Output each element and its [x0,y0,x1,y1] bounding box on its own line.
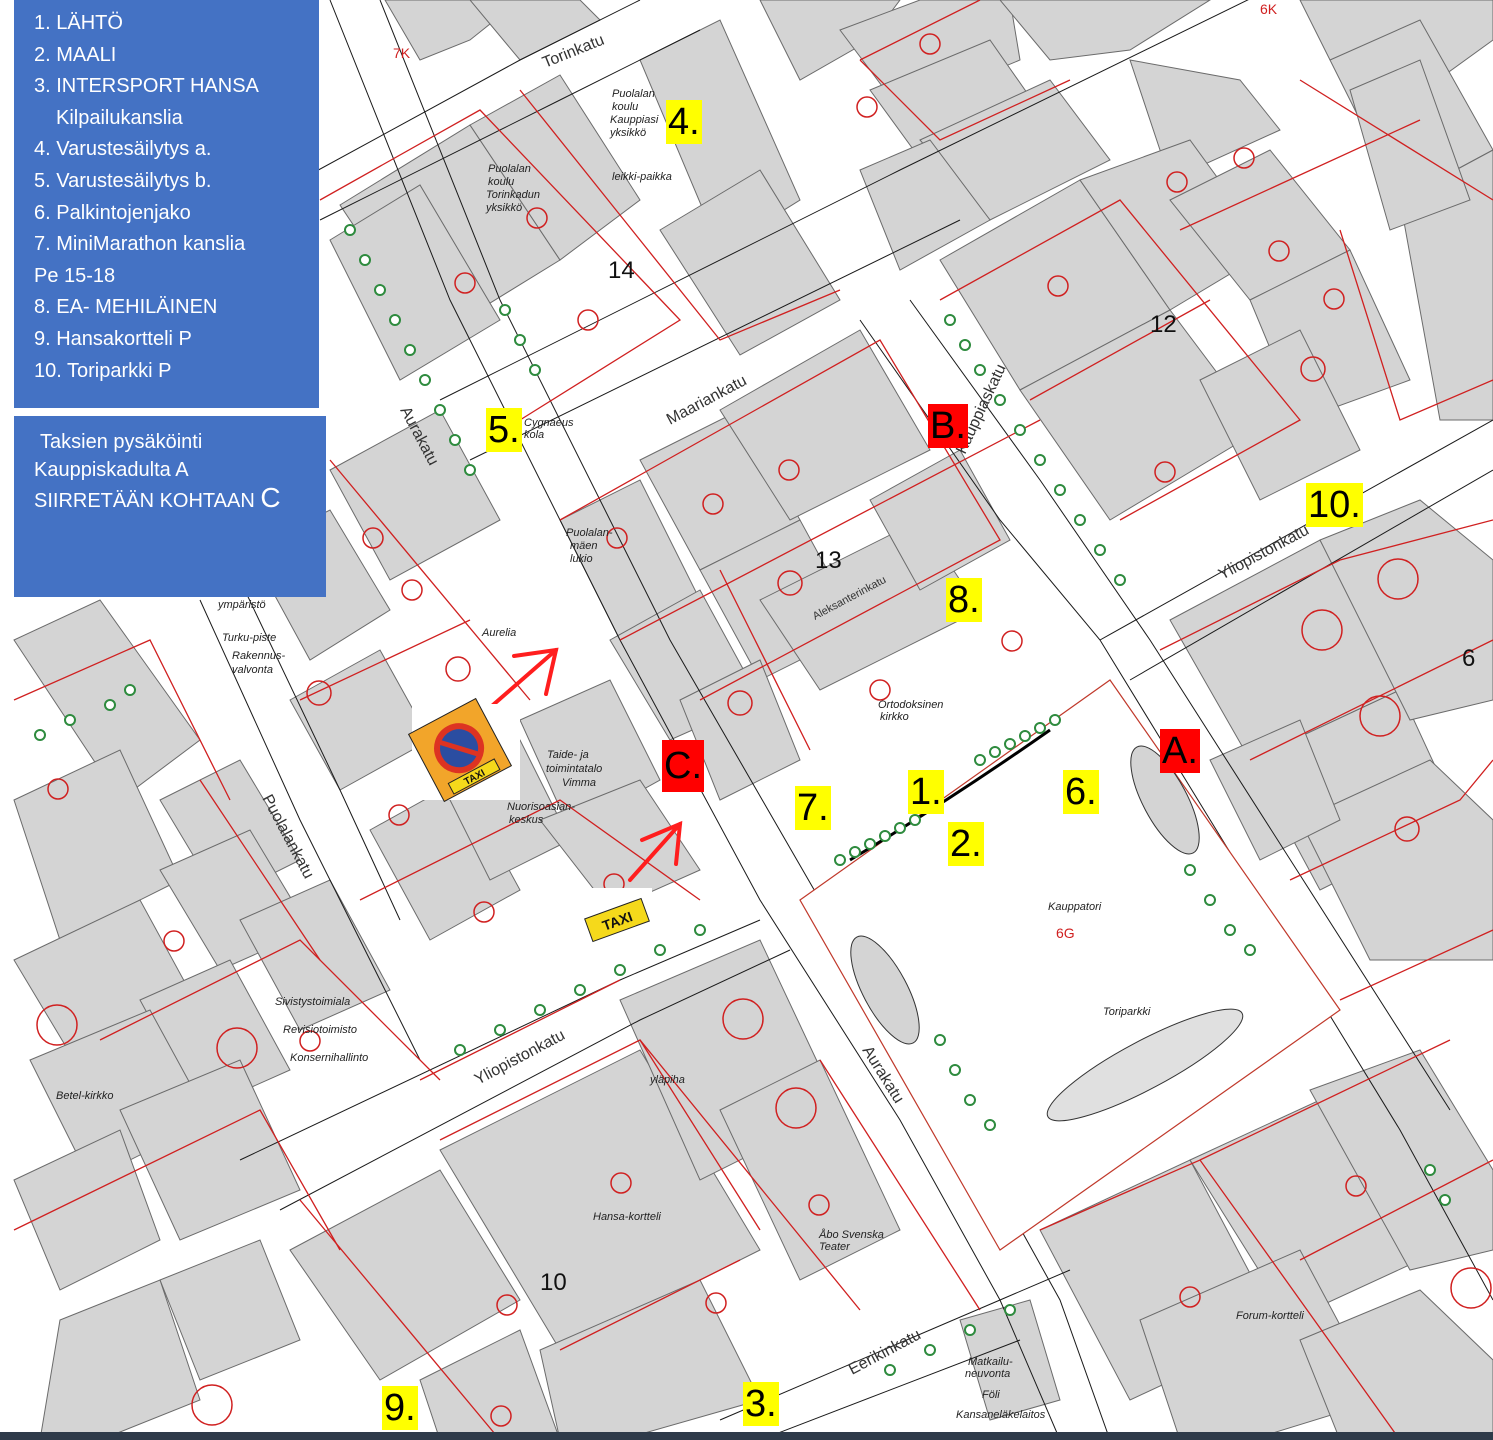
block-14: 14 [608,257,635,284]
taxi-note: Taksien pysäköinti Kauppiskadulta A SIIR… [14,416,326,597]
label-torinkadun-1: Puolalan [488,163,531,175]
marker-b: B. [928,404,968,448]
label-leikkipaikka: leikki-paikka [612,171,672,183]
label-betel: Betel-kirkko [56,1090,113,1102]
label-taide-2: toimintatalo [546,763,602,775]
block-13: 13 [815,547,842,574]
label-turku-3: Rakennus- [232,650,286,662]
label-sivistys-2: Revisiotoimisto [283,1024,357,1036]
label-turku-4: valvonta [232,664,273,676]
marker-1: 1. [908,770,944,814]
label-taide-4: Nuorisoasian- [507,801,575,813]
label-turku-2: Turku-piste [222,632,276,644]
label-cygnaeus-2: kola [524,429,544,441]
taxi-sign-c: TAXI [580,888,652,952]
place-labels: Puolalan koulu Kauppiasi yksikkö Puolala… [56,88,1304,1421]
label-lukio-3: lukio [570,553,593,565]
no-parking-taxi-sign: TAXI [407,697,520,803]
label-torinkadun-2: koulu [488,176,514,188]
label-torinkadun-4: yksikkö [485,202,522,214]
block-6: 6 [1462,645,1475,672]
label-lukio-2: mäen [570,540,598,552]
code-6g: 6G [1056,925,1075,941]
code-6k: 6K [1260,1,1278,17]
legend-item-2: 2. MAALI [34,43,117,66]
bottom-bar [0,1432,1493,1440]
legend: 1. LÄHTÖ 2. MAALI 3. INTERSPORT HANSA Ki… [14,0,319,408]
taxi-note-line3: SIIRRETÄÄN KOHTAAN C [34,484,326,515]
legend-item-3: 3. INTERSPORT HANSA [34,75,259,98]
label-ortodoks-1: Ortodoksinen [878,699,943,711]
block-10: 10 [540,1269,567,1296]
marker-7: 7. [795,786,831,830]
block-12: 12 [1150,311,1177,338]
label-puolalan-koulu-1: Puolalan [612,88,655,100]
label-torinkadun-3: Torinkadun [486,189,540,201]
label-turku-1: ympäristö [217,599,266,611]
label-kauppatori: Kauppatori [1048,901,1102,913]
label-sivistys-1: Sivistystoimiala [275,996,350,1008]
label-forum: Forum-kortteli [1236,1310,1304,1322]
taxi-note-line1: Taksien pysäköinti [40,431,203,453]
marker-9: 9. [382,1386,418,1430]
code-7k: 7K [393,45,411,61]
marker-2: 2. [948,822,984,866]
marker-3: 3. [743,1382,779,1426]
marker-6: 6. [1063,770,1099,814]
map-codes: 6K 6G 7K [393,1,1278,941]
label-matkailu-1: Matkailu- [968,1356,1013,1368]
legend-item-10: 10. Toriparkki P [34,359,172,382]
marker-4: 4. [666,100,702,144]
label-lukio-1: Puolalan- [566,527,613,539]
property-circles [36,33,1492,1427]
marker-8: 8. [946,578,982,622]
legend-item-7-sub: Pe 15-18 [34,264,116,287]
label-abo-2: Teater [819,1241,851,1253]
label-abo-1: Åbo Svenska [818,1228,884,1241]
trees [34,224,1451,1376]
label-matkailu-2: neuvonta [965,1368,1010,1380]
label-puolalan-koulu-4: yksikkö [609,127,646,139]
label-aurelia: Aurelia [481,627,516,639]
label-ortodoks-2: kirkko [880,711,909,723]
legend-item-7: 7. MiniMarathon kanslia [34,233,246,256]
label-matkailu-4: Kansaneläkelaitos [956,1409,1046,1421]
label-taide-3: Vimma [562,777,596,789]
label-puolalan-koulu-2: koulu [612,101,638,113]
label-taide-5: keskus [509,814,544,826]
label-puolalan-koulu-3: Kauppiasi [610,114,659,126]
label-hansa: Hansa-kortteli [593,1211,661,1223]
marker-a: A. [1160,729,1200,773]
legend-item-8: 8. EA- MEHILÄINEN [34,296,218,319]
block-numbers: 14 13 12 10 6 [540,257,1475,1296]
marker-c: C. [662,740,704,792]
taxi-note-line3-letter: C [260,482,281,513]
kauppatori-square [799,679,1341,1251]
marker-10: 10. [1306,483,1363,527]
street-curbs [199,0,1493,1440]
label-taide-1: Taide- ja [547,749,589,761]
legend-item-5: 5. Varustesäilytys b. [34,169,212,192]
legend-item-1: 1. LÄHTÖ [34,12,123,34]
marker-5: 5. [486,408,522,452]
legend-item-3-sub: Kilpailukanslia [56,106,183,129]
legend-item-6: 6. Palkintojenjako [34,201,191,224]
legend-item-4: 4. Varustesäilytys a. [34,138,212,161]
label-cygnaeus-1: Cygnaeus [524,417,574,429]
label-sivistys-3: Konsernihallinto [290,1052,368,1064]
taxi-note-line3-text: SIIRRETÄÄN KOHTAAN [34,490,261,512]
legend-item-9: 9. Hansakortteli P [34,327,192,350]
label-ylapiha: yläpiha [649,1074,685,1086]
label-toriparkki: Toriparkki [1103,1006,1151,1018]
buildings [13,0,1493,1440]
taxi-note-line2: Kauppiskadulta A [34,459,189,481]
label-matkailu-3: Föli [982,1389,1000,1401]
